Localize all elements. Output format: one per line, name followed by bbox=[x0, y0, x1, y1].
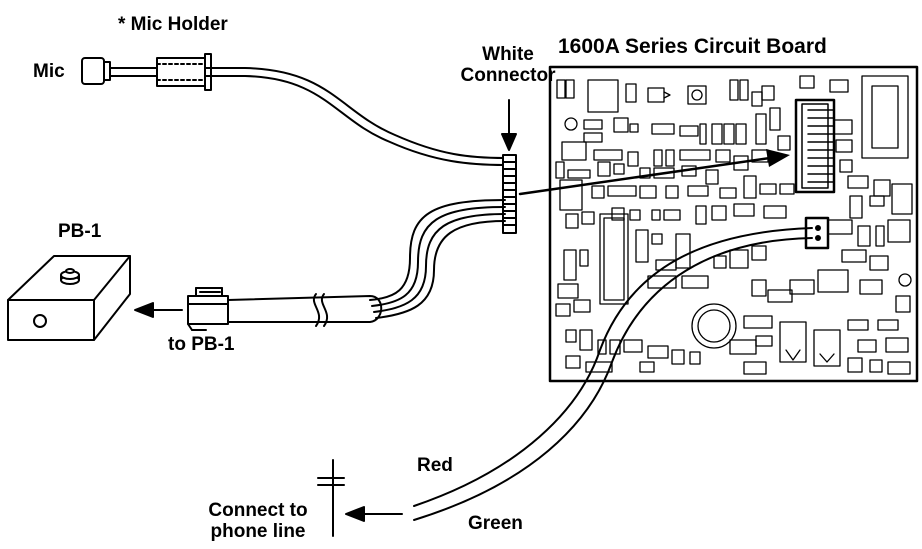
red-wire-label: Red bbox=[417, 455, 453, 476]
telephone-pole-icon bbox=[317, 459, 345, 537]
mic-holder-label: * Mic Holder bbox=[118, 14, 228, 35]
mic-label: Mic bbox=[33, 61, 65, 82]
pb1-button-icon bbox=[60, 268, 80, 285]
pb1-cable-bundle bbox=[369, 199, 506, 319]
mic-cable bbox=[109, 67, 506, 166]
connect-phone-label-line1: Connect to bbox=[208, 500, 308, 521]
board-title: 1600A Series Circuit Board bbox=[558, 35, 827, 58]
phone-wires bbox=[413, 227, 813, 521]
pb1-box-icon bbox=[7, 255, 131, 341]
connect-phone-label: Connect to phone line bbox=[193, 500, 323, 542]
green-wire-label: Green bbox=[468, 513, 523, 534]
connector-pointer-arrow bbox=[501, 99, 517, 151]
to-pb1-arrow bbox=[134, 302, 183, 318]
pb1-cable-sheath bbox=[227, 293, 383, 327]
white-connector-label-line1: White bbox=[482, 44, 534, 65]
connect-phone-arrow bbox=[345, 506, 403, 522]
mic-icon bbox=[81, 57, 111, 85]
white-connector-label: White Connector bbox=[448, 44, 568, 86]
mic-holder-icon bbox=[156, 53, 212, 91]
to-pb1-label: to PB-1 bbox=[168, 334, 235, 355]
white-connector-icon bbox=[502, 154, 517, 234]
rj-plug-icon bbox=[187, 287, 229, 331]
white-connector-label-line2: Connector bbox=[460, 65, 556, 86]
pb1-label: PB-1 bbox=[58, 221, 102, 242]
circuit-board bbox=[548, 65, 919, 383]
connector-to-board-arrow bbox=[518, 149, 790, 196]
connect-phone-label-line2: phone line bbox=[210, 521, 306, 542]
